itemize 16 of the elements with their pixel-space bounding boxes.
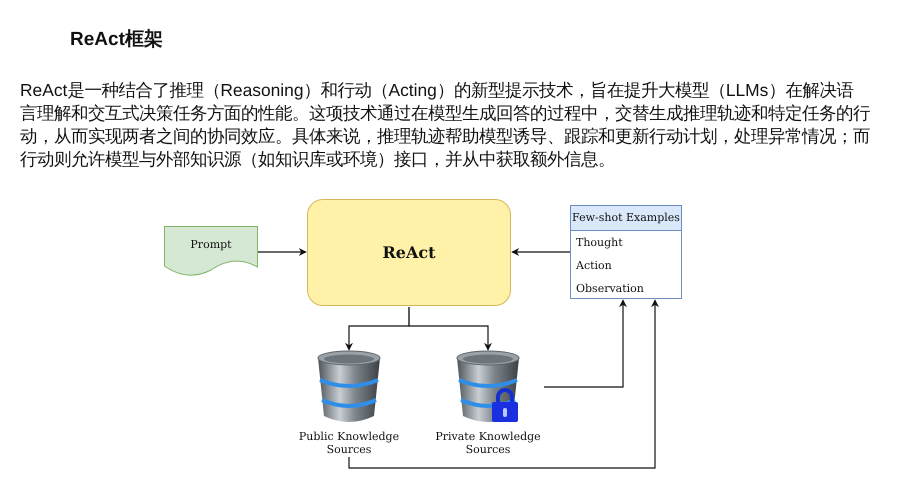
description-paragraph: ReAct是一种结合了推理（Reasoning）和行动（Acting）的新型提示技术，旨在提升大模型（LLMs）在解决语言理解和交互式决策任务方面的性能。这项技术通过在模型生成回答的过程中，交替生成推理轨迹和特定任务的行动，从而实现两者之间的协同效应。具体来说，推理轨迹帮助模型诱导、跟踪和更新行动计划，处理异常情况；而行动则允许模型与外部知识源（如知识库或环境）接口，并从中获取额外信息。 — [20, 79, 870, 171]
list-item: Observation — [575, 281, 645, 297]
node-label: Private Knowledge Sources — [435, 430, 541, 456]
process-box: ReAct — [307, 199, 511, 306]
list-box — [570, 205, 682, 299]
arrow — [544, 299, 627, 388]
list-header: Few-shot Examples — [571, 206, 681, 231]
list-item: Action — [575, 258, 613, 274]
document-shape: Prompt — [164, 226, 258, 276]
arrow — [258, 248, 307, 256]
list-item: Thought — [575, 235, 624, 251]
node-label: Public Knowledge Sources — [298, 430, 400, 456]
arrow — [408, 307, 492, 351]
arrow — [511, 248, 570, 256]
title: ReAct框架 — [70, 28, 163, 52]
arrow — [348, 299, 659, 469]
